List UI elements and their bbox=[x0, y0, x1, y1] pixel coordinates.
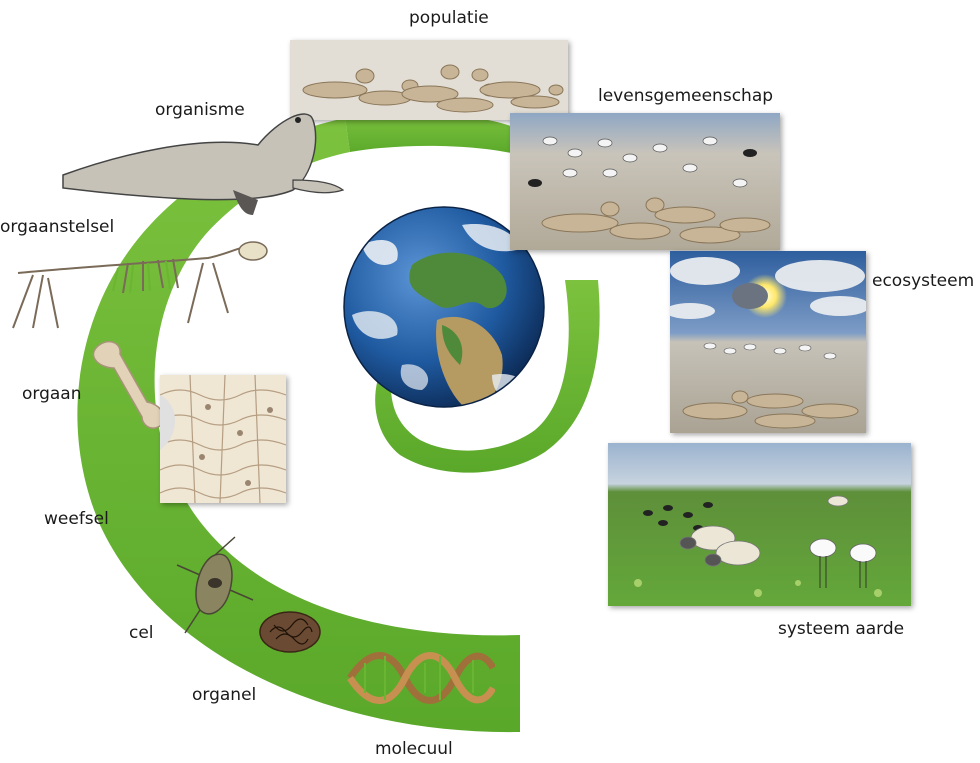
label-weefsel: weefsel bbox=[44, 509, 109, 529]
earth-globe-icon bbox=[343, 206, 545, 408]
seal-organism-icon bbox=[62, 113, 345, 215]
label-organisme: organisme bbox=[155, 100, 245, 120]
label-molecuul: molecuul bbox=[375, 739, 453, 759]
tissue-image bbox=[160, 375, 286, 503]
dna-molecule-icon bbox=[347, 652, 495, 704]
cell-icon bbox=[176, 536, 254, 634]
systeem-aarde-image bbox=[608, 443, 911, 606]
spiral-inner-band bbox=[345, 113, 530, 155]
label-orgaanstelsel: orgaanstelsel bbox=[0, 217, 115, 237]
label-cel: cel bbox=[129, 623, 154, 643]
spiral-right-arc bbox=[375, 280, 600, 473]
label-systeem-aarde: systeem aarde bbox=[778, 619, 905, 639]
label-populatie: populatie bbox=[409, 8, 489, 28]
organelle-icon bbox=[259, 611, 321, 653]
ecosysteem-image bbox=[670, 251, 866, 433]
levensgemeenschap-image bbox=[510, 113, 780, 250]
skeleton-organ-system-icon bbox=[12, 241, 268, 329]
spiral-outer-band bbox=[77, 118, 521, 733]
label-ecosysteem: ecosysteem bbox=[872, 271, 975, 291]
label-organel: organel bbox=[192, 685, 257, 705]
label-levensgemeenschap: levensgemeenschap bbox=[598, 86, 774, 106]
populatie-image bbox=[290, 40, 568, 120]
label-orgaan: orgaan bbox=[22, 384, 82, 404]
